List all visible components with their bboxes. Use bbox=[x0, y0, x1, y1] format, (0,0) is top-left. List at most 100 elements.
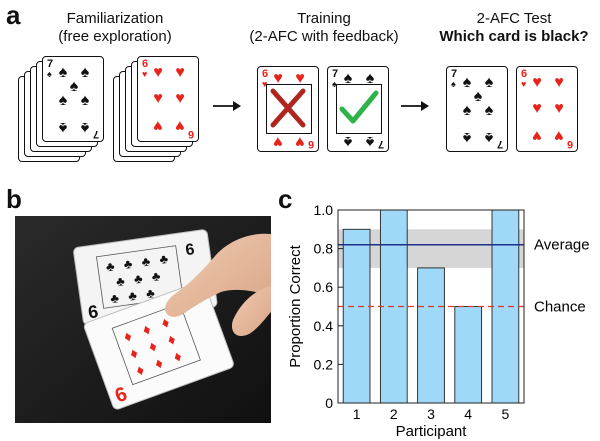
chance-label: Chance bbox=[534, 299, 586, 316]
photo-touching-cards: ♣♣♣♣ ♣♣♣ ♣♣♣ 9 6 ♦♦♦ ♦♦♦ ♦♦♦ 6 bbox=[15, 216, 271, 423]
svg-text:♣: ♣ bbox=[105, 258, 116, 274]
svg-text:♣: ♣ bbox=[145, 285, 156, 301]
red-card-front: 6 ♥ ♥ ♥ ♥ ♥ ♥ ♥ 6 bbox=[137, 56, 199, 142]
svg-text:♣: ♣ bbox=[109, 290, 120, 306]
spade-icon: ♠ bbox=[80, 92, 90, 109]
panel-label-c: c bbox=[278, 184, 293, 214]
test-question: Which card is black? bbox=[439, 28, 589, 45]
spade-icon: ♠ bbox=[343, 70, 353, 87]
right-arrow-icon bbox=[213, 101, 241, 111]
spade-icon: ♠ bbox=[484, 74, 494, 91]
heart-icon: ♥ bbox=[295, 70, 305, 87]
y-tick-label: 1.0 bbox=[314, 202, 334, 218]
x-tick-label: 4 bbox=[464, 406, 472, 422]
x-axis-label: Participant bbox=[396, 423, 468, 440]
card-value: 6 bbox=[307, 138, 314, 150]
heart-icon: ♥ bbox=[532, 127, 542, 144]
y-tick-label: 0.4 bbox=[314, 318, 334, 334]
spade-icon: ♠ bbox=[80, 64, 90, 81]
y-tick-label: 0.2 bbox=[314, 356, 334, 372]
spade-icon: ♠ bbox=[58, 119, 68, 136]
spade-icon: ♠ bbox=[332, 79, 337, 89]
test-black-card: 7 ♠ ♠ ♠ ♠ ♠ ♠ ♠ ♠ 7 bbox=[446, 66, 508, 152]
x-tick-label: 5 bbox=[502, 406, 510, 422]
card-value: 6 bbox=[142, 58, 149, 70]
x-tick-label: 3 bbox=[427, 406, 435, 422]
feedback-box bbox=[266, 84, 312, 134]
heart-icon: ♥ bbox=[532, 100, 542, 117]
check-mark-icon bbox=[339, 90, 379, 124]
heart-icon: ♥ bbox=[175, 117, 185, 134]
heart-icon: ♥ bbox=[153, 117, 163, 134]
heart-icon: ♥ bbox=[175, 64, 185, 81]
svg-text:♣: ♣ bbox=[127, 288, 138, 304]
heart-icon: ♥ bbox=[273, 70, 283, 87]
spade-icon: ♠ bbox=[462, 129, 472, 146]
x-tick-label: 1 bbox=[353, 406, 361, 422]
heart-icon: ♥ bbox=[295, 133, 305, 150]
x-tick-label: 2 bbox=[390, 406, 398, 422]
heart-icon: ♥ bbox=[554, 127, 564, 144]
black-card-front: 7 ♠ ♠ ♠ ♠ ♠ ♠ ♠ ♠ 7 bbox=[42, 56, 104, 142]
svg-text:♣: ♣ bbox=[141, 253, 152, 269]
spade-icon: ♠ bbox=[484, 129, 494, 146]
right-arrow-icon bbox=[401, 101, 429, 111]
svg-text:♣: ♣ bbox=[151, 268, 162, 284]
card-value: 6 bbox=[521, 68, 528, 80]
hand bbox=[165, 233, 271, 337]
card-value: 6 bbox=[566, 138, 573, 150]
average-label: Average bbox=[534, 237, 590, 254]
svg-text:♣: ♣ bbox=[158, 251, 169, 267]
training-title: Training bbox=[297, 10, 351, 27]
bar-participant-1 bbox=[342, 228, 371, 404]
feedback-box bbox=[336, 84, 382, 134]
spade-icon: ♠ bbox=[47, 69, 52, 79]
spade-icon: ♠ bbox=[462, 74, 472, 91]
svg-text:9: 9 bbox=[184, 239, 195, 257]
spade-icon: ♠ bbox=[58, 64, 68, 81]
heart-icon: ♥ bbox=[175, 90, 185, 107]
diamonds-card: ♦♦♦ ♦♦♦ ♦♦♦ 6 bbox=[83, 281, 234, 410]
spade-icon: ♠ bbox=[58, 92, 68, 109]
svg-text:♣: ♣ bbox=[133, 271, 144, 287]
heart-icon: ♥ bbox=[153, 64, 163, 81]
spade-icon: ♠ bbox=[473, 88, 483, 105]
card-value: 7 bbox=[496, 138, 503, 150]
svg-text:6: 6 bbox=[87, 301, 100, 322]
heart-icon: ♥ bbox=[521, 79, 527, 89]
training-black-card: 7 ♠ ♠ ♠ ♠ ♠ 7 bbox=[327, 66, 389, 152]
spade-icon: ♠ bbox=[462, 102, 472, 119]
svg-text:♣: ♣ bbox=[123, 256, 134, 272]
heart-icon: ♥ bbox=[153, 90, 163, 107]
test-title: 2-AFC Test bbox=[476, 10, 552, 27]
y-tick-label: 0 bbox=[325, 395, 333, 411]
y-axis-label: Proportion Correct bbox=[287, 244, 304, 367]
heart-icon: ♥ bbox=[142, 69, 148, 79]
y-tick-label: 0.6 bbox=[314, 279, 334, 295]
card-value: 7 bbox=[47, 58, 54, 70]
heart-icon: ♥ bbox=[273, 133, 283, 150]
training-red-card: 6 ♥ ♥ ♥ ♥ ♥ 6 bbox=[257, 66, 319, 152]
test-red-card: 6 ♥ ♥ ♥ ♥ ♥ ♥ ♥ 6 bbox=[516, 66, 578, 152]
card-value: 7 bbox=[451, 68, 458, 80]
familiarization-subtitle: (free exploration) bbox=[58, 28, 172, 45]
spade-icon: ♠ bbox=[484, 102, 494, 119]
card-value: 6 bbox=[187, 128, 194, 140]
bar-participant-5 bbox=[491, 209, 520, 404]
bar-participant-4 bbox=[454, 306, 483, 404]
spade-icon: ♠ bbox=[451, 79, 456, 89]
familiarization-title: Familiarization bbox=[66, 10, 164, 27]
plot-frame bbox=[337, 209, 525, 404]
spade-icon: ♠ bbox=[365, 70, 375, 87]
svg-text:♣: ♣ bbox=[115, 273, 126, 289]
spade-icon: ♠ bbox=[80, 119, 90, 136]
spade-icon: ♠ bbox=[69, 78, 79, 95]
card-value: 6 bbox=[262, 68, 269, 80]
card-value: 7 bbox=[92, 128, 99, 140]
heart-icon: ♥ bbox=[262, 79, 268, 89]
heart-icon: ♥ bbox=[554, 74, 564, 91]
bar-participant-3 bbox=[417, 267, 445, 404]
training-subtitle: (2-AFC with feedback) bbox=[249, 28, 399, 45]
heart-icon: ♥ bbox=[532, 74, 542, 91]
